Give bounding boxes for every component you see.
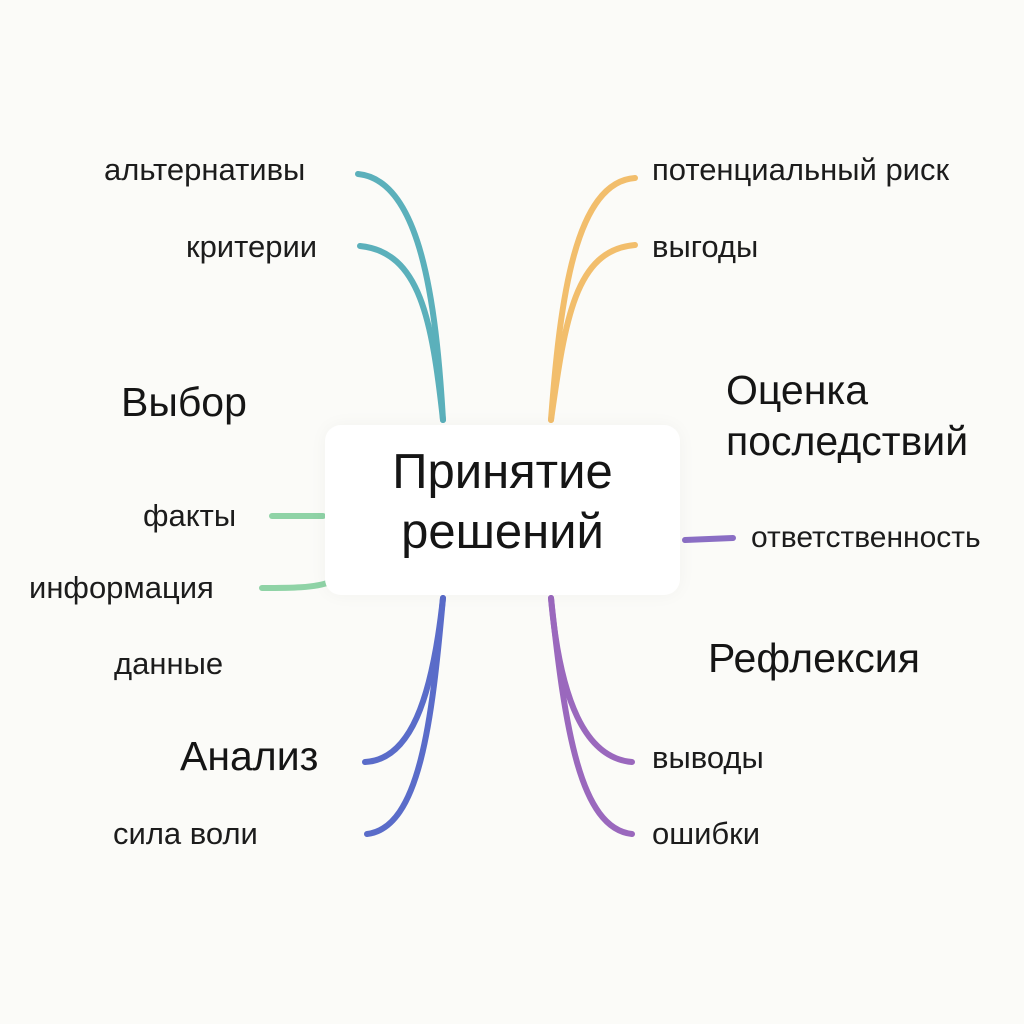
branch-benefits <box>548 242 638 423</box>
leaf-data[interactable]: данные <box>114 646 224 681</box>
leaf-benefits[interactable]: выгоды <box>652 229 759 264</box>
central-topic-line1: Принятие <box>392 445 613 499</box>
category-consequences-line2[interactable]: последствий <box>726 418 969 464</box>
leaf-information[interactable]: информация <box>29 570 214 605</box>
leaf-mistakes[interactable]: ошибки <box>652 816 761 851</box>
branch-analysis <box>362 595 446 765</box>
branch-potential-risk <box>548 175 638 423</box>
branch-alternatives <box>355 171 446 423</box>
category-analysis[interactable]: Анализ <box>180 733 319 779</box>
category-choice[interactable]: Выбор <box>121 379 247 425</box>
central-topic-line2: решений <box>401 505 604 559</box>
central-node[interactable] <box>325 425 680 595</box>
leaf-conclusions[interactable]: выводы <box>652 740 764 775</box>
branch-mistakes <box>548 595 635 837</box>
branch-criteria <box>357 243 446 423</box>
central-topic: Принятие решений <box>325 442 680 562</box>
leaf-facts[interactable]: факты <box>143 498 237 533</box>
category-consequences-line1[interactable]: Оценка <box>726 367 868 413</box>
branch-willpower <box>364 595 446 837</box>
category-reflection[interactable]: Рефлексия <box>708 635 920 681</box>
leaf-alternatives[interactable]: альтернативы <box>104 152 306 187</box>
branch-responsibility <box>682 535 736 543</box>
leaf-criteria[interactable]: критерии <box>186 229 318 264</box>
leaf-responsibility[interactable]: ответственность <box>751 521 981 554</box>
branch-information <box>259 579 333 591</box>
leaf-willpower[interactable]: сила воли <box>113 816 258 851</box>
leaf-potential-risk[interactable]: потенциальный риск <box>652 152 950 187</box>
